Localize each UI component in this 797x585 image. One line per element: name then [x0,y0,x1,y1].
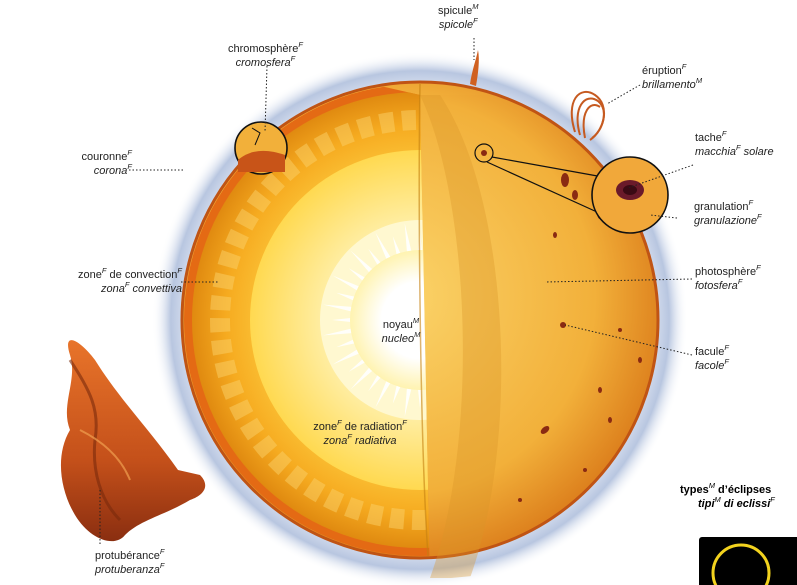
label-facule: faculeF facoleF [695,345,729,373]
label-radiation: zoneF de radiationF zonaF radiativa [290,420,430,448]
label-chromosphere: chromosphèreF cromosferaF [228,42,303,70]
label-tache: tacheF macchiaF solare [695,131,774,159]
label-granulation: granulationF granulazioneF [694,200,762,228]
chromosphere-inset [235,122,287,174]
eclipse-thumbnail [699,537,797,585]
label-photosphere: photosphèreF fotosferaF [695,265,761,293]
label-protuberance: protubéranceF protuberanzaF [95,549,164,577]
label-noyau: noyauM nucleoM [366,318,436,346]
label-eruption: éruptionF brillamentoM [642,64,702,92]
label-convection: zoneF de convectionF zonaF convettiva [2,268,182,296]
label-spicule: spiculeM spicoleF [438,4,479,32]
label-couronne: couronneF coronaF [56,150,132,178]
eclipse-types-heading: typesM d’éclipses tipiM di eclissiF [680,483,775,511]
